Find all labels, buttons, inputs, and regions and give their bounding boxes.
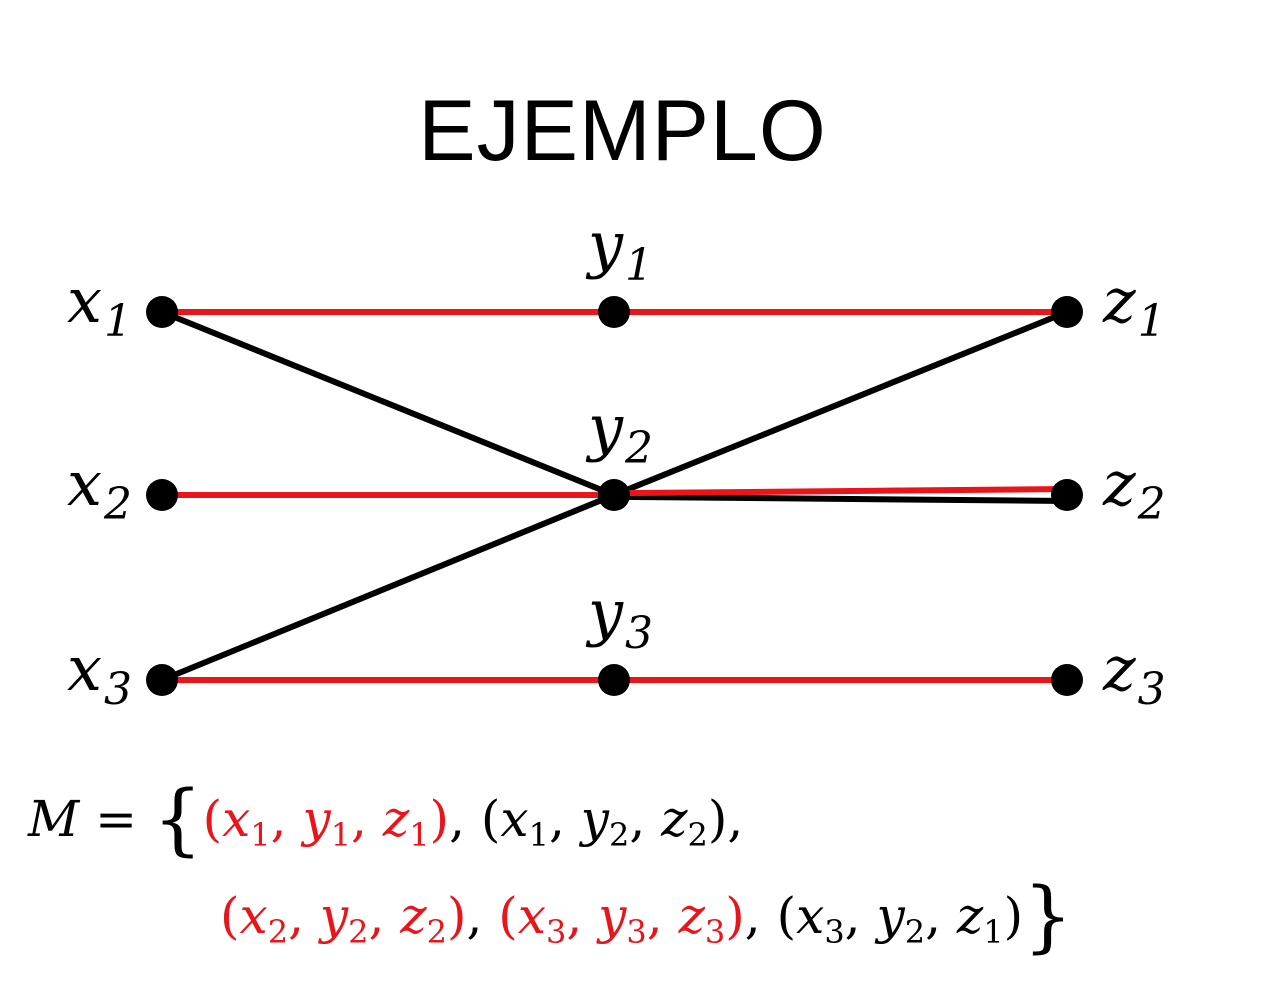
label-y2: y2	[585, 391, 653, 474]
node-z1	[1051, 296, 1083, 328]
label-x2-sub: 2	[103, 479, 132, 530]
label-x3-var: x	[67, 632, 102, 705]
label-y1: y1	[585, 208, 653, 291]
label-z1: z1	[1102, 264, 1166, 347]
label-z2: z2	[1102, 447, 1166, 530]
triple-4: (x3, y2, z1)	[776, 887, 1024, 951]
page-title: EJEMPLO	[418, 83, 827, 179]
label-x1-var: x	[67, 264, 102, 337]
label-y2-sub: 2	[624, 423, 653, 474]
node-z2	[1051, 479, 1083, 511]
edge-y2-z1-black	[612, 309, 1069, 498]
label-z3-var: z	[1102, 632, 1136, 705]
label-z2-var: z	[1102, 447, 1136, 520]
triple-1: (x1, y2, z2)	[480, 790, 728, 854]
node-y3	[598, 664, 630, 696]
label-x2-var: x	[67, 447, 102, 520]
edge-y2-z2-red	[613, 486, 1068, 497]
label-z2-sub: 2	[1137, 479, 1166, 530]
label-y3-sub: 3	[625, 608, 653, 659]
label-x3: x3	[67, 632, 132, 715]
label-y1-var: y	[585, 208, 624, 281]
label-y1-sub: 1	[625, 240, 653, 291]
label-x1: x1	[67, 264, 132, 347]
edge-x1-y2-black	[160, 309, 616, 498]
label-y3: y3	[585, 576, 653, 659]
edge-y2-z2-black	[613, 493, 1068, 504]
open-brace: {	[152, 775, 203, 865]
label-z3-sub: 3	[1138, 664, 1166, 715]
label-x3-sub: 3	[104, 664, 132, 715]
formula-equals: =	[95, 790, 138, 848]
label-x1-sub: 1	[104, 296, 132, 347]
label-y3-var: y	[585, 576, 624, 649]
node-z3	[1051, 664, 1083, 696]
edge-x3-y2-black	[160, 492, 616, 683]
label-y2-var: y	[585, 391, 624, 464]
node-y1	[598, 296, 630, 328]
triple-3: (x3, y3, z3)	[498, 887, 745, 951]
node-y2	[598, 479, 630, 511]
node-x3	[146, 664, 178, 696]
node-x1	[146, 296, 178, 328]
matching-formula-line-1: M = {(x1, y1, z1), (x1, y2, z2),	[28, 775, 744, 865]
label-z1-var: z	[1102, 264, 1136, 337]
label-z1-sub: 1	[1138, 296, 1166, 347]
matching-formula-line-2: (x2, y2, z2), (x3, y3, z3), (x3, y2, z1)…	[220, 872, 1073, 962]
triple-2: (x2, y2, z2)	[220, 887, 467, 951]
node-x2	[146, 479, 178, 511]
label-x2: x2	[67, 447, 132, 530]
label-z3: z3	[1102, 632, 1166, 715]
close-brace: }	[1023, 872, 1073, 962]
triple-0: (x1, y1, z1)	[202, 790, 450, 854]
formula-lhs: M	[28, 790, 80, 848]
